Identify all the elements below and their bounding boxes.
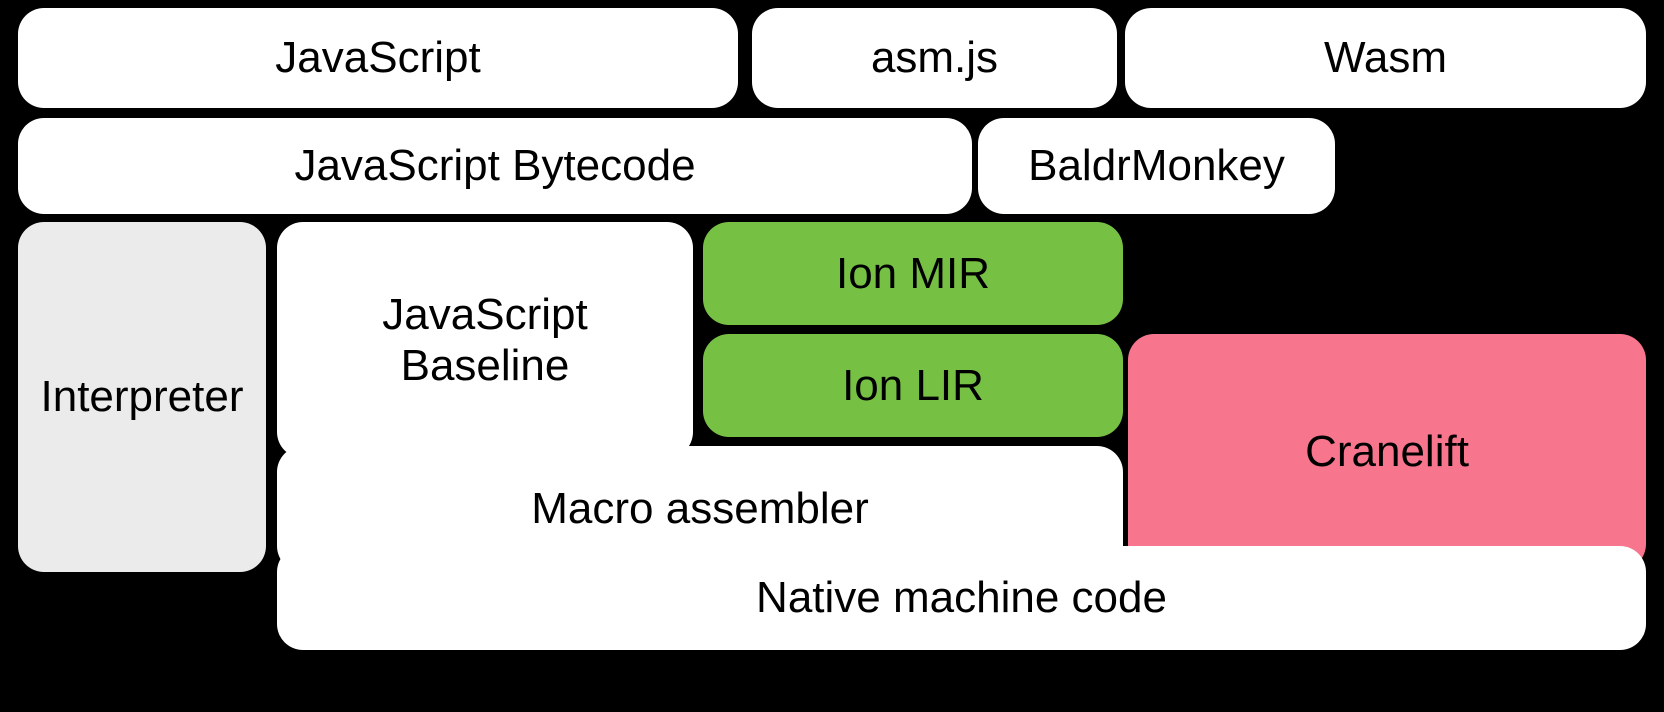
node-cranelift: Cranelift	[1128, 334, 1646, 570]
node-interpreter: Interpreter	[18, 222, 266, 572]
node-baldrmonkey: BaldrMonkey	[978, 118, 1335, 214]
node-ion-mir: Ion MIR	[703, 222, 1123, 325]
node-native-machine-code: Native machine code	[277, 546, 1646, 650]
node-asm-js: asm.js	[752, 8, 1117, 108]
node-javascript: JavaScript	[18, 8, 738, 108]
node-wasm: Wasm	[1125, 8, 1646, 108]
node-javascript-bytecode: JavaScript Bytecode	[18, 118, 972, 214]
node-ion-lir: Ion LIR	[703, 334, 1123, 437]
node-javascript-baseline: JavaScript Baseline	[277, 222, 693, 458]
